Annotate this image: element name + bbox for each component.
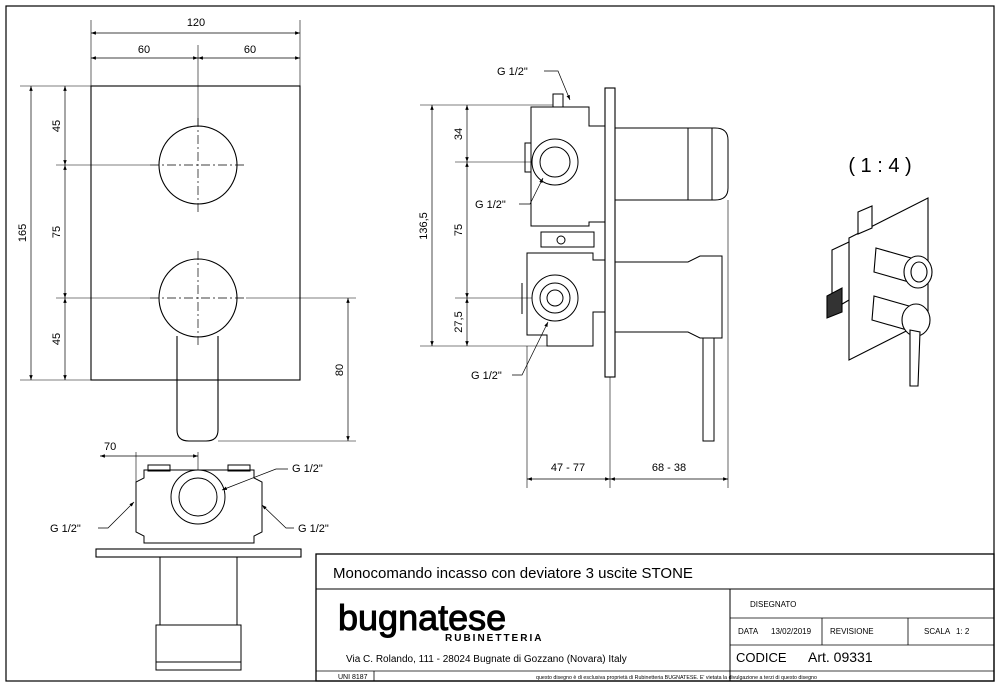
preview-scale-label: ( 1 : 4 ) [848, 155, 911, 177]
top-knob-upper [159, 556, 238, 626]
dim-height: 165 [17, 224, 29, 242]
brand-subtitle: RUBINETTERIA [445, 633, 543, 644]
dim-top-width: 70 [104, 441, 116, 453]
top-lug-left [147, 464, 171, 472]
dim-depth-handle: 68 - 38 [652, 462, 686, 474]
ownership-notice: questo disegno è di esclusiva proprietà … [536, 675, 817, 681]
top-leaders [98, 468, 294, 529]
top-body [135, 469, 263, 544]
top-outlet [552, 93, 564, 108]
front-plate [90, 85, 301, 381]
thread-top: G 1/2" [497, 66, 528, 78]
iso-upper-knob-face [903, 255, 933, 289]
spacer-block [540, 231, 595, 248]
scale-value: 1: 2 [956, 627, 970, 636]
mixer-lever [176, 336, 219, 442]
side-view [420, 70, 729, 488]
dim-handle: 80 [334, 364, 346, 376]
thread-left: G 1/2" [50, 523, 81, 535]
top-labels: 70 G 1/2" G 1/2" G 1/2" [50, 441, 329, 535]
front-dimension-lines [29, 31, 350, 441]
date-value: 13/02/2019 [771, 627, 812, 636]
lower-port-inner [539, 282, 571, 314]
iso-side-port [826, 287, 843, 319]
title-block-text: Monocomando incasso con deviatore 3 usci… [333, 565, 970, 681]
lower-body [526, 252, 606, 347]
top-knob-lower [155, 624, 242, 671]
front-dim-labels: 120 60 60 165 45 75 45 80 [17, 17, 346, 376]
dim-middle: 75 [51, 226, 63, 238]
title-block-border [315, 553, 995, 682]
thread-right: G 1/2" [298, 523, 329, 535]
top-lug-right [227, 464, 251, 472]
thread-upper: G 1/2" [475, 199, 506, 211]
side-labels: 136,5 34 75 27,5 47 - 77 68 - 38 G 1/2" … [418, 66, 686, 474]
title-block-frame [315, 553, 995, 682]
front-centerlines [150, 118, 246, 345]
date-label: DATA [738, 627, 759, 636]
standard-ref: UNI 8187 [338, 674, 368, 681]
top-port-inner [178, 477, 218, 517]
revision-label: REVISIONE [830, 627, 874, 636]
dim-half-left: 60 [138, 44, 150, 56]
lever-side [702, 338, 715, 442]
drawn-label: DISEGNATO [750, 600, 796, 609]
dim-depth-body: 47 - 77 [551, 462, 585, 474]
upper-port-inner [539, 146, 571, 178]
scale-label: SCALA [924, 627, 951, 636]
company-address: Via C. Rolando, 111 - 28024 Bugnate di G… [346, 654, 627, 665]
code-label: CODICE [736, 650, 787, 665]
side-extension-lines [420, 104, 729, 488]
dim-side-bottom: 27,5 [453, 311, 465, 332]
thread-top-right: G 1/2" [292, 463, 323, 475]
lower-port-outer [531, 274, 579, 322]
side-plate [604, 87, 616, 378]
upper-knob-side [615, 127, 729, 201]
upper-port-nut [524, 142, 531, 173]
top-extension-lines [135, 452, 199, 482]
dim-width: 120 [187, 17, 205, 29]
dim-half-right: 60 [244, 44, 256, 56]
front-extension-lines [20, 20, 356, 442]
dim-side-top: 34 [453, 128, 465, 140]
thread-lower: G 1/2" [471, 370, 502, 382]
code-value: Art. 09331 [808, 649, 873, 665]
dim-side-middle: 75 [453, 224, 465, 236]
iso-lever [909, 329, 921, 387]
brand-logo: bugnatese [338, 597, 506, 638]
upper-body [530, 106, 606, 227]
lower-port-bore [546, 289, 564, 307]
iso-view [826, 197, 933, 387]
spacer-screw [556, 235, 566, 245]
iso-upper-knob-ring [910, 261, 928, 283]
front-view [20, 20, 356, 442]
iso-top-outlet [857, 205, 873, 235]
top-view [95, 452, 302, 671]
side-leaders [512, 70, 571, 376]
lower-knob-side [615, 255, 723, 339]
top-plate [95, 548, 302, 558]
dim-top: 45 [51, 120, 63, 132]
drawing-title: Monocomando incasso con deviatore 3 usci… [333, 565, 693, 582]
side-dimension-lines [430, 105, 728, 481]
upper-port-outer [531, 138, 579, 186]
dim-side-height: 136,5 [418, 212, 430, 240]
dim-bottom: 45 [51, 333, 63, 345]
